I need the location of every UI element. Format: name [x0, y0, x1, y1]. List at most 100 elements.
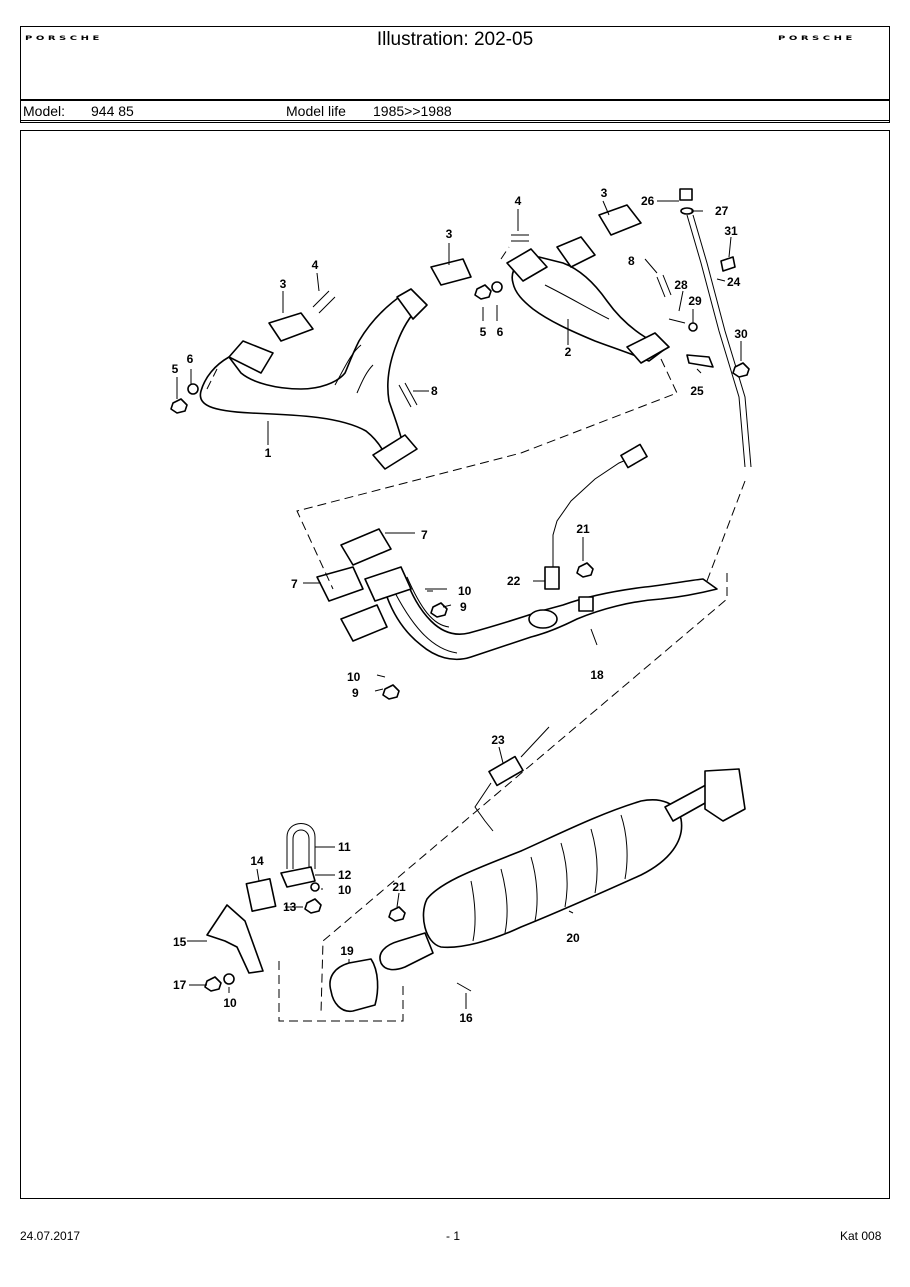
footer-page-number: - 1	[446, 1229, 461, 1243]
converter-inlet	[379, 932, 434, 971]
test-port	[578, 596, 594, 612]
washer-clamp	[310, 882, 320, 892]
manifold-left-outlet-flange	[372, 434, 418, 470]
callout-leaders	[176, 200, 742, 1009]
callout-29: 29	[688, 294, 702, 308]
exhaust-diagram: 1 2 3 3 3 4 4 5 5 6 6 7 7 8 8 9 9 10 10 …	[170, 186, 752, 1025]
callout-17: 17	[173, 978, 187, 992]
stud-right	[511, 234, 529, 242]
callout-30: 30	[734, 327, 748, 341]
manifold-right-flange-a	[506, 248, 548, 282]
support-bracket	[206, 904, 264, 974]
callout-21-front: 21	[576, 522, 590, 536]
gasket-right	[598, 204, 642, 236]
callout-1: 1	[265, 446, 272, 460]
callout-25: 25	[690, 384, 704, 398]
guide-mount	[278, 961, 404, 1022]
callout-10-lower: 10	[347, 670, 361, 684]
nut-front-a	[382, 684, 400, 700]
callout-16: 16	[459, 1011, 473, 1025]
brand-logo-right: PORSCHE	[778, 35, 856, 42]
sleeve	[329, 958, 379, 1013]
bracket	[686, 354, 714, 368]
leader-lines	[176, 200, 742, 1009]
gasket-center	[430, 258, 472, 286]
callout-6-left: 6	[187, 352, 194, 366]
gasket-upper	[340, 528, 392, 566]
callout-28: 28	[674, 278, 688, 292]
model-life-label: Model life	[286, 103, 346, 119]
nut-bracket	[204, 976, 222, 992]
callout-18: 18	[590, 668, 604, 682]
model-life-value: 1985>>1988	[373, 103, 452, 119]
callout-19: 19	[340, 944, 354, 958]
gasket-lower	[316, 566, 364, 602]
guide-pipe-to-converter	[320, 573, 728, 1014]
callout-27: 27	[715, 204, 729, 218]
flange-lower	[340, 604, 388, 642]
bolt-support	[456, 982, 472, 992]
callout-23: 23	[491, 733, 505, 747]
converter-flange	[704, 768, 746, 822]
stud-left	[312, 290, 336, 314]
nut-tube	[732, 362, 750, 378]
bolt-left	[398, 382, 418, 408]
diagram-parts	[170, 188, 752, 1013]
guide-nut-left	[206, 368, 218, 390]
rubber-mount	[245, 878, 277, 912]
pipe-boss	[528, 609, 558, 629]
callout-10-upper: 10	[458, 584, 472, 598]
plug-front	[576, 562, 594, 578]
washer-small	[688, 322, 698, 332]
model-label: Model:	[23, 103, 66, 119]
nut-front-b	[430, 602, 448, 618]
brand-logo-left: PORSCHE	[25, 35, 103, 42]
callout-2: 2	[565, 345, 572, 359]
callout-13: 13	[283, 900, 297, 914]
gasket-left	[268, 312, 314, 342]
callout-10-clamp: 10	[338, 883, 352, 897]
callout-15: 15	[173, 935, 187, 949]
callout-20: 20	[566, 931, 580, 945]
callout-24: 24	[727, 275, 741, 289]
callout-26: 26	[641, 194, 655, 208]
header-divider-thin	[21, 120, 889, 121]
guide-tube-to-pipe	[706, 480, 746, 582]
callout-31: 31	[724, 224, 738, 238]
flange-upper	[364, 566, 412, 602]
assembly-guides	[206, 246, 746, 1022]
manifold-right-outlet-flange	[626, 332, 670, 364]
footer-catalog: Kat 008	[840, 1229, 882, 1243]
manifold-left	[199, 292, 420, 464]
manifold-left-flange-a	[228, 340, 274, 374]
nut-center	[474, 284, 492, 300]
page-title: Illustration: 202-05	[376, 29, 534, 50]
callout-labels: 1 2 3 3 3 4 4 5 5 6 6 7 7 8 8 9 9 10 10 …	[172, 186, 748, 1025]
callout-3-left: 3	[280, 277, 287, 291]
washer-center	[491, 281, 503, 293]
manifold-left-ribs	[334, 344, 374, 394]
callout-9-upper: 9	[460, 600, 467, 614]
nut-left	[170, 398, 188, 414]
callout-11: 11	[338, 840, 351, 854]
callout-7-lower: 7	[291, 577, 298, 591]
callout-14: 14	[250, 854, 264, 868]
callout-12: 12	[338, 868, 352, 882]
callout-22: 22	[507, 574, 521, 588]
header-divider-thick	[21, 99, 889, 101]
nut-converter	[388, 906, 406, 922]
callout-21-converter: 21	[392, 880, 406, 894]
callout-7-upper: 7	[421, 528, 428, 542]
manifold-right-rib	[544, 284, 610, 320]
callout-5-left: 5	[172, 362, 179, 376]
washer-left	[187, 383, 199, 395]
callout-8-right: 8	[628, 254, 635, 268]
model-value: 944 85	[91, 103, 134, 119]
catalytic-converter	[422, 799, 683, 949]
temperature-sensor	[488, 755, 524, 787]
oxygen-sensor	[544, 566, 560, 590]
callout-5-center: 5	[480, 325, 487, 339]
nut-clamp	[304, 898, 322, 914]
callout-3-center: 3	[446, 227, 453, 241]
manifold-right-flange-b	[556, 236, 596, 268]
